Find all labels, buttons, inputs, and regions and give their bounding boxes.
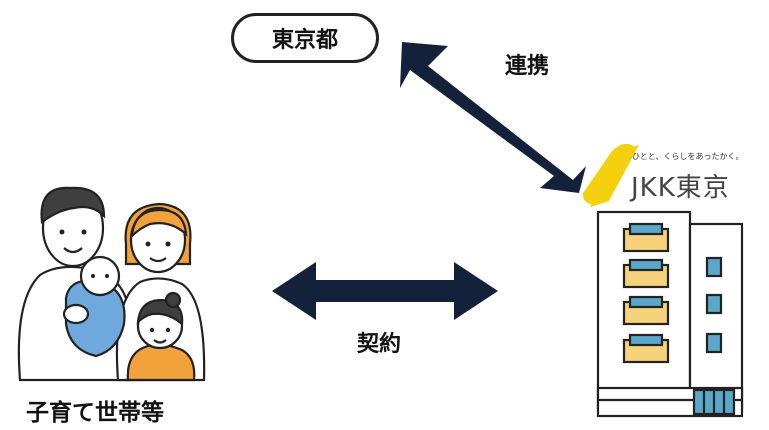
jkk-name: JKK東京 bbox=[631, 173, 730, 203]
households-label: 子育て世帯等 bbox=[26, 400, 164, 426]
jkk-logo-icon bbox=[582, 143, 639, 207]
contract-arrow bbox=[272, 262, 498, 320]
family-illustration bbox=[17, 186, 206, 382]
cooperation-arrow bbox=[400, 42, 586, 193]
tokyo-metro-node: 東京都 bbox=[231, 13, 379, 63]
child-figure bbox=[126, 291, 196, 382]
jkk-tagline: ひとと、くらしをあったかく。 bbox=[632, 152, 744, 161]
contract-label: 契約 bbox=[357, 332, 402, 357]
apartment-building-icon bbox=[596, 210, 744, 418]
baby-figure bbox=[62, 255, 126, 358]
cooperation-label: 連携 bbox=[505, 54, 550, 79]
